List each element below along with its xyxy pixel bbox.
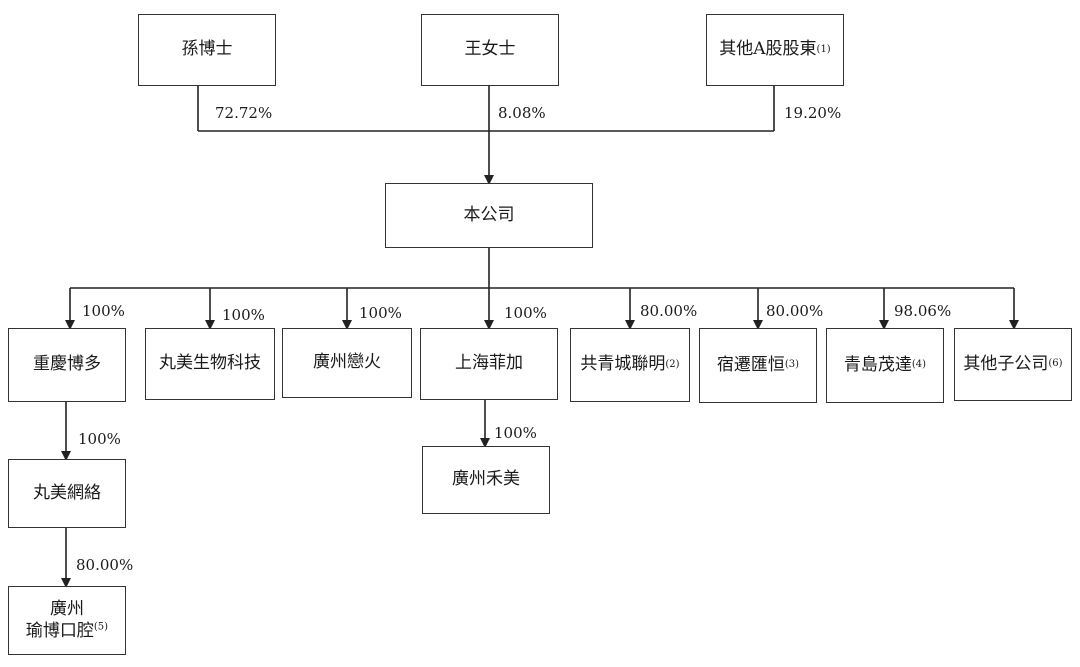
subsidiary-box: 重慶博多 [8, 328, 126, 402]
shareholder-wang: 王女士 [421, 14, 559, 86]
subsidiary-box: 其他子公司(6) [954, 328, 1072, 401]
guangzhou-yubo-label-line2: 瑜博口腔 [25, 620, 94, 641]
pct-subsidiary-4: 100% [504, 304, 547, 322]
pct-wang: 8.08% [498, 104, 546, 122]
pct-subsidiary-7: 98.06% [894, 302, 952, 320]
guangzhou-yubo-label-line1: 廣州 [50, 599, 84, 620]
shareholder-sun-label: 孫博士 [181, 39, 233, 60]
shareholder-wang-label: 王女士 [464, 39, 516, 60]
wanmei-network-label: 丸美網絡 [33, 482, 101, 503]
pct-subsidiary-3: 100% [359, 304, 402, 322]
guangzhou-yubo-box: 廣州 瑜博口腔(5) [8, 586, 126, 655]
subsidiary-box: 共青城聯明(2) [570, 328, 690, 402]
subsidiary-label: 重慶博多 [33, 354, 101, 375]
note-3: (3) [784, 359, 800, 371]
note-6: (6) [1048, 358, 1063, 370]
shareholder-sun: 孫博士 [138, 14, 276, 86]
pct-wanmei-network: 100% [78, 430, 121, 448]
subsidiary-box: 廣州戀火 [282, 328, 412, 398]
subsidiary-box: 宿遷匯恒(3) [699, 328, 817, 403]
company-box: 本公司 [385, 183, 593, 248]
note-1: (1) [816, 43, 831, 55]
subsidiary-label: 其他子公司 [963, 353, 1049, 374]
subsidiary-label: 共青城聯明 [580, 354, 666, 375]
shareholder-others: 其他A股股東(1) [706, 14, 844, 86]
pct-guangzhou-hemei: 100% [494, 424, 537, 442]
company-label: 本公司 [463, 204, 515, 225]
pct-others: 19.20% [784, 104, 842, 122]
pct-subsidiary-6: 80.00% [766, 302, 824, 320]
shareholder-others-label: 其他A股股東 [719, 39, 817, 60]
subsidiary-box: 上海菲加 [420, 328, 558, 400]
note-5: (5) [93, 620, 109, 632]
subsidiary-label: 廣州戀火 [313, 352, 381, 373]
guangzhou-hemei-label: 廣州禾美 [452, 469, 520, 490]
subsidiary-box: 青島茂達(4) [826, 328, 944, 403]
note-4: (4) [911, 359, 927, 371]
note-2: (2) [665, 358, 680, 370]
guangzhou-yubo-label-line2-wrap: 瑜博口腔(5) [26, 621, 108, 642]
pct-subsidiary-5: 80.00% [640, 302, 698, 320]
pct-sun: 72.72% [215, 104, 273, 122]
subsidiary-label: 丸美生物科技 [159, 353, 261, 374]
pct-subsidiary-2: 100% [222, 306, 265, 324]
guangzhou-hemei-box: 廣州禾美 [422, 446, 550, 514]
wanmei-network-box: 丸美網絡 [8, 459, 126, 528]
pct-guangzhou-yubo: 80.00% [76, 556, 134, 574]
subsidiary-label: 青島茂達 [843, 354, 912, 375]
subsidiary-box: 丸美生物科技 [145, 328, 275, 400]
pct-subsidiary-1: 100% [82, 302, 125, 320]
subsidiary-label: 上海菲加 [455, 353, 523, 374]
subsidiary-label: 宿遷匯恒 [716, 354, 785, 375]
